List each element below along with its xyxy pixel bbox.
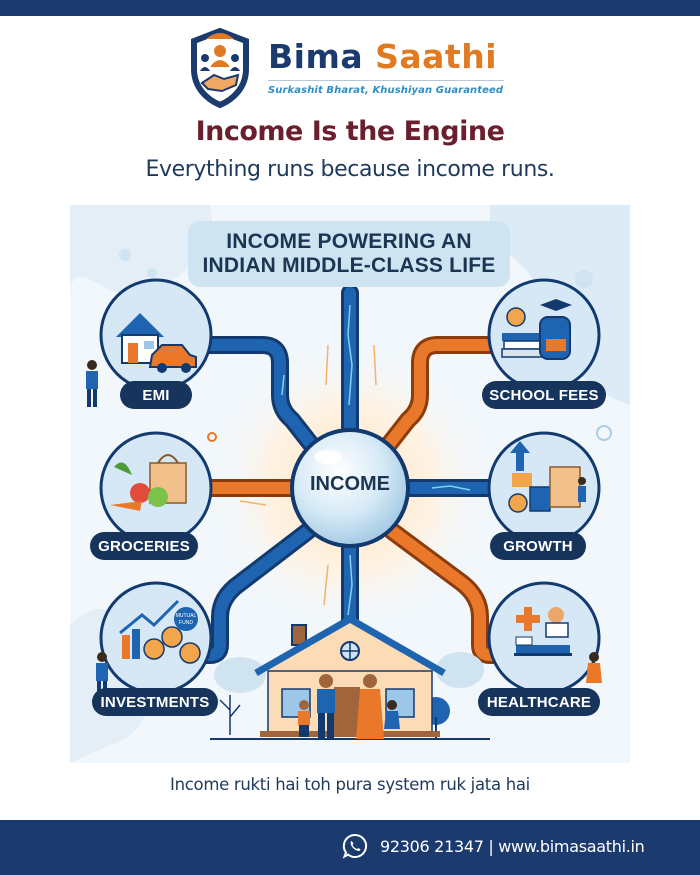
- svg-text:FUND: FUND: [179, 620, 193, 626]
- brand-tagline: Surkashit Bharat, Khushiyan Guaranteed: [268, 85, 504, 96]
- footer-bar: [0, 820, 700, 875]
- node-emi: EMI: [120, 381, 192, 409]
- footer-tagline: Income rukti hai toh pura system ruk jat…: [170, 775, 530, 794]
- brand-logo[interactable]: Bima Saathi Surkashit Bharat, Khushiyan …: [188, 22, 528, 112]
- page-title: Income Is the Engine: [195, 116, 505, 147]
- node-healthcare: HEALTHCARE: [478, 688, 600, 716]
- svg-text:MUTUAL: MUTUAL: [176, 613, 197, 619]
- contact-info[interactable]: 92306 21347 | www.bimasaathi.in: [342, 833, 645, 859]
- node-investments: INVESTMENTS: [92, 688, 218, 716]
- node-school-fees: SCHOOL FEES: [482, 381, 606, 409]
- page-subtitle: Everything runs because income runs.: [145, 157, 555, 182]
- whatsapp-icon: [342, 833, 368, 859]
- brand-name: Bima Saathi: [268, 37, 498, 76]
- income-illustration: MUTUAL FUND: [70, 205, 630, 763]
- illustration-title: INCOME POWERING AN INDIAN MIDDLE-CLASS L…: [188, 221, 510, 287]
- logo-divider: [268, 80, 504, 81]
- top-bar: [0, 0, 700, 16]
- node-growth: GROWTH: [490, 532, 586, 560]
- node-groceries: GROCERIES: [90, 532, 198, 560]
- income-hub-label: INCOME: [310, 473, 390, 495]
- shield-handshake-icon: [188, 25, 252, 109]
- contact-text[interactable]: 92306 21347 | www.bimasaathi.in: [380, 836, 645, 856]
